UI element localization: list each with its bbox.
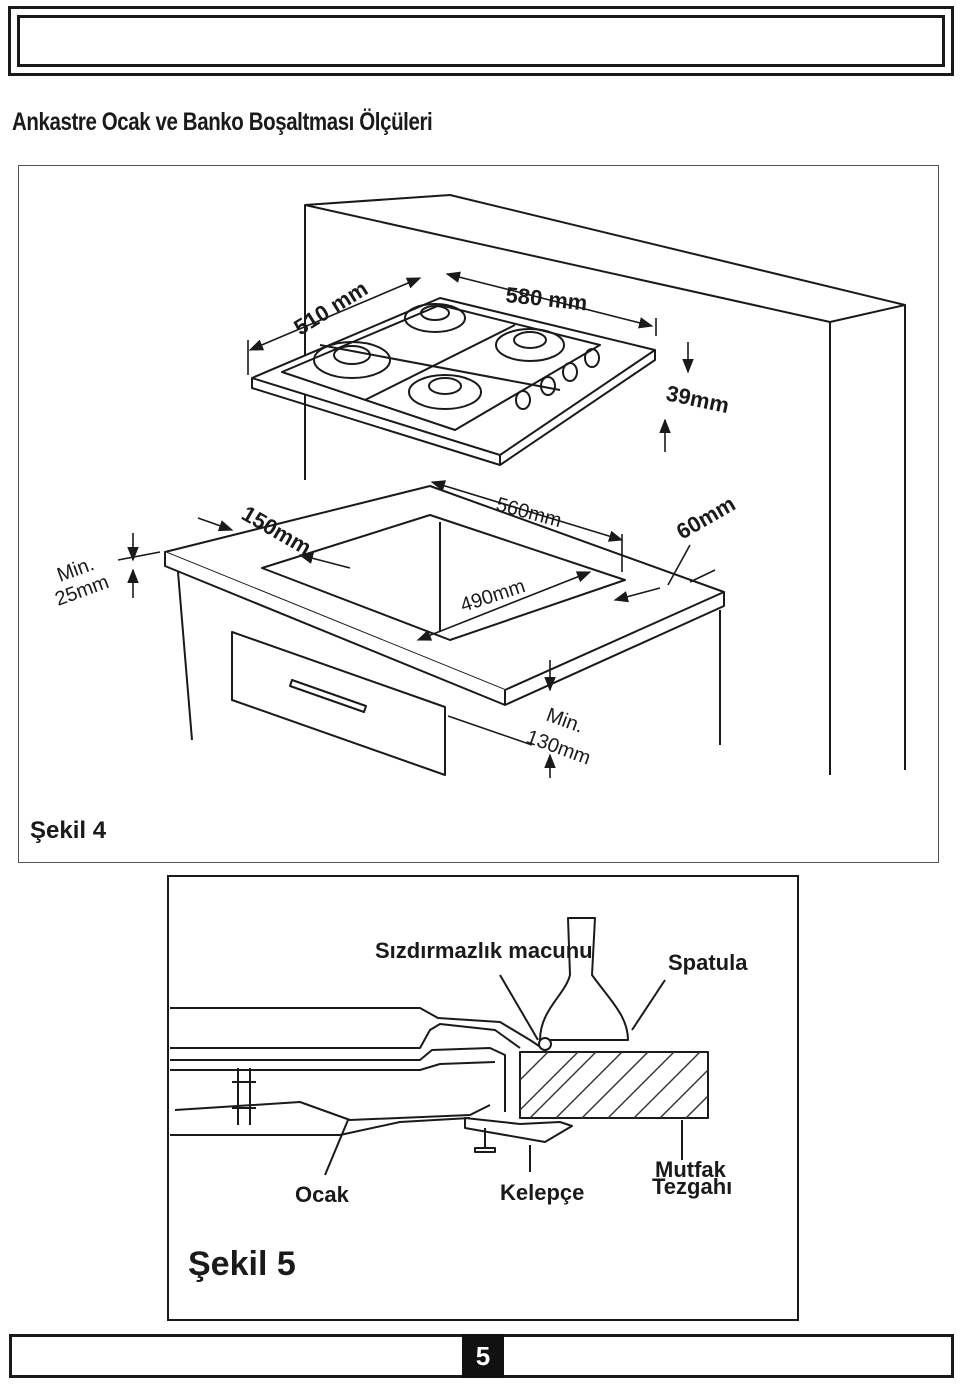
wall-top [304,194,906,323]
header-frame-outer [8,6,954,76]
dim-hob-width: 580 mm [504,282,588,315]
figure-4-frame [18,165,939,863]
label-spatula: Spatula [668,950,748,975]
page-title: Ankastre Ocak ve Banko Boşaltması Ölçüle… [12,108,433,136]
counter-section [519,1051,709,1119]
figure-5-frame [167,875,799,1321]
label-sealant: Sızdırmazlık macunu [375,938,593,963]
min-value-2: 130mm [523,726,593,769]
sealant-bead [538,1037,552,1051]
label-counter-line2: Tezgahı [652,1174,732,1199]
label-counter-line1: Mutfak [655,1157,727,1182]
figure-5-caption: Şekil 5 [188,1245,296,1283]
label-hob: Ocak [295,1182,350,1207]
dim-cut-side: 60mm [672,491,740,544]
drawer-handle [289,679,367,713]
label-clamp: Kelepçe [500,1180,584,1205]
cutout-outline [261,514,626,641]
figure-4-caption: Şekil 4 [30,817,107,844]
header-frame-inner [17,15,945,67]
dim-hob-depth: 510 mm [289,276,372,341]
spatula [539,917,629,1041]
dim-hob-height: 39mm [664,380,731,418]
page-number: 5 [462,1334,504,1378]
clamp [464,1117,573,1143]
